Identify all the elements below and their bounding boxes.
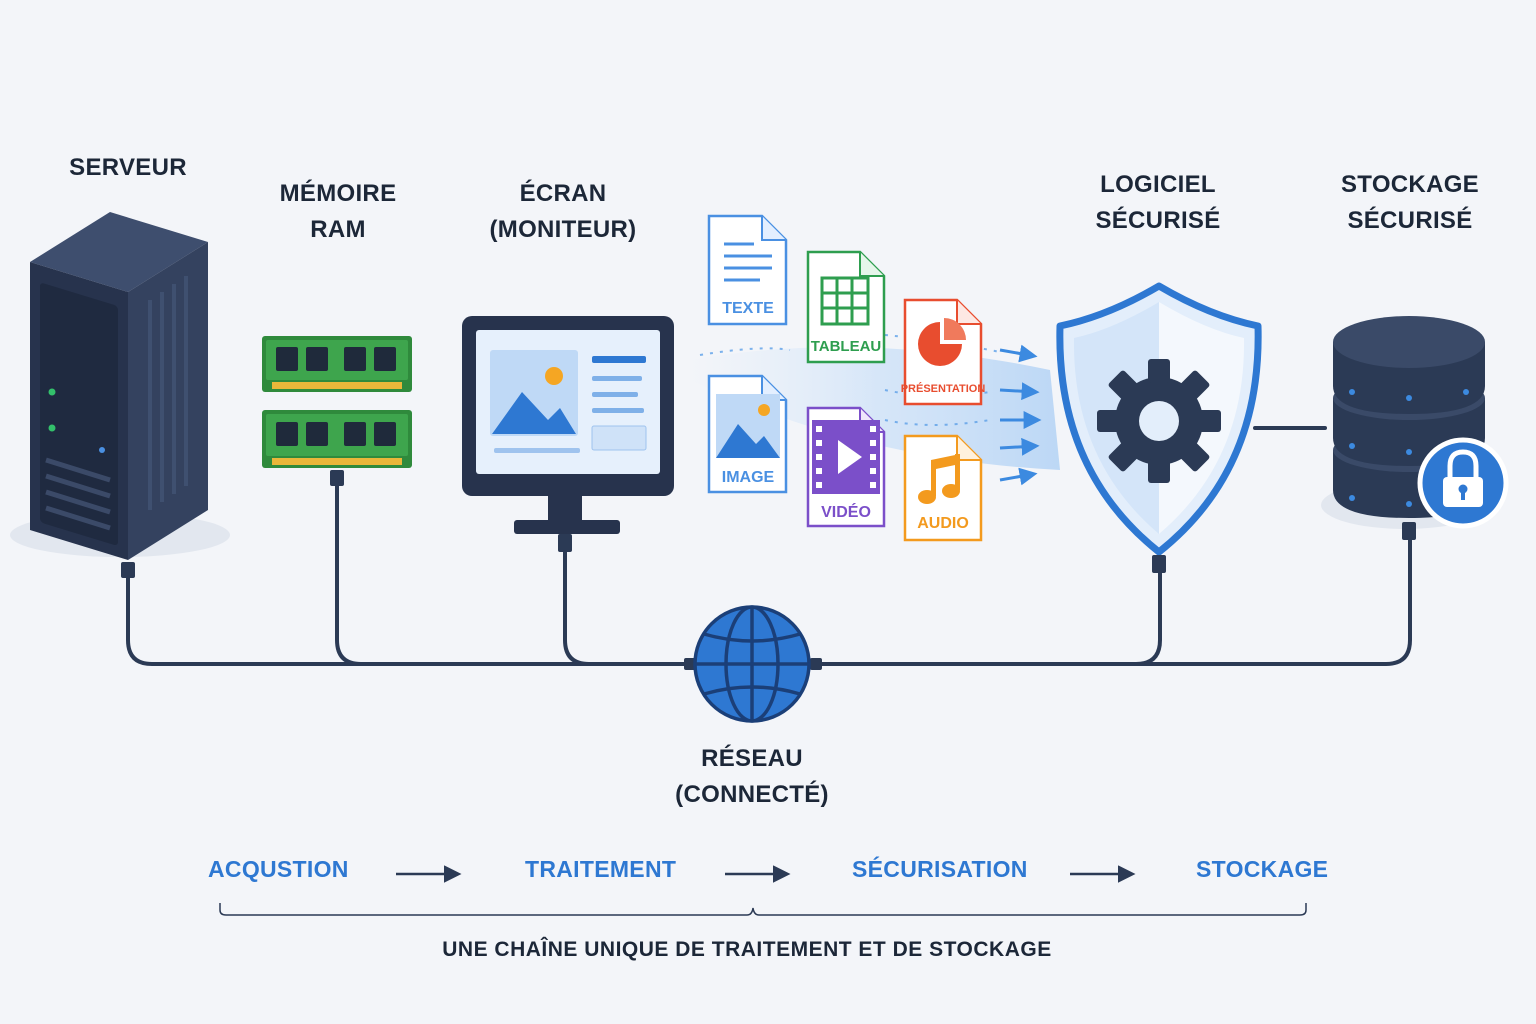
file-texte-label: TEXTE	[722, 300, 774, 317]
file-tableau-label: TABLEAU	[811, 338, 882, 355]
file-tableau-icon: TABLEAU	[806, 250, 886, 364]
file-image-label: IMAGE	[722, 469, 775, 486]
label-ram: MÉMOIRE RAM	[279, 180, 397, 243]
pipeline-caption: UNE CHAÎNE UNIQUE DE TRAITEMENT ET DE ST…	[442, 938, 1052, 961]
file-audio-icon: AUDIO	[903, 434, 983, 542]
pipeline-step-securisation: SÉCURISATION	[852, 856, 1028, 882]
file-audio-label: AUDIO	[917, 515, 969, 532]
pipeline-step-traitement: TRAITEMENT	[525, 856, 677, 882]
pipeline-step-stockage: STOCKAGE	[1196, 856, 1329, 882]
file-presentation-icon: PRÉSENTATION	[901, 298, 986, 406]
monitor-icon	[462, 316, 674, 552]
file-image-icon: IMAGE	[707, 374, 788, 494]
file-video-label: VIDÉO	[821, 502, 871, 521]
label-server: SERVEUR	[69, 154, 187, 181]
label-software: LOGICIEL SÉCURISÉ	[1095, 171, 1221, 234]
network-cables	[126, 426, 1412, 666]
label-storage: STOCKAGE SÉCURISÉ	[1341, 171, 1479, 234]
label-network: RÉSEAU (CONNECTÉ)	[675, 745, 829, 808]
lock-icon	[1417, 437, 1509, 529]
file-video-icon: VIDÉO	[806, 406, 886, 528]
server-icon	[10, 212, 230, 578]
ram-icon	[262, 336, 412, 486]
label-screen: ÉCRAN (MONITEUR)	[489, 180, 637, 243]
shield-gear-icon	[1056, 282, 1262, 573]
globe-icon	[684, 605, 822, 723]
file-presentation-label: PRÉSENTATION	[901, 382, 986, 395]
file-texte-icon: TEXTE	[707, 214, 788, 326]
pipeline-step-acquisition: ACQUSTION	[208, 856, 349, 882]
pipeline-bracket	[219, 903, 1307, 916]
